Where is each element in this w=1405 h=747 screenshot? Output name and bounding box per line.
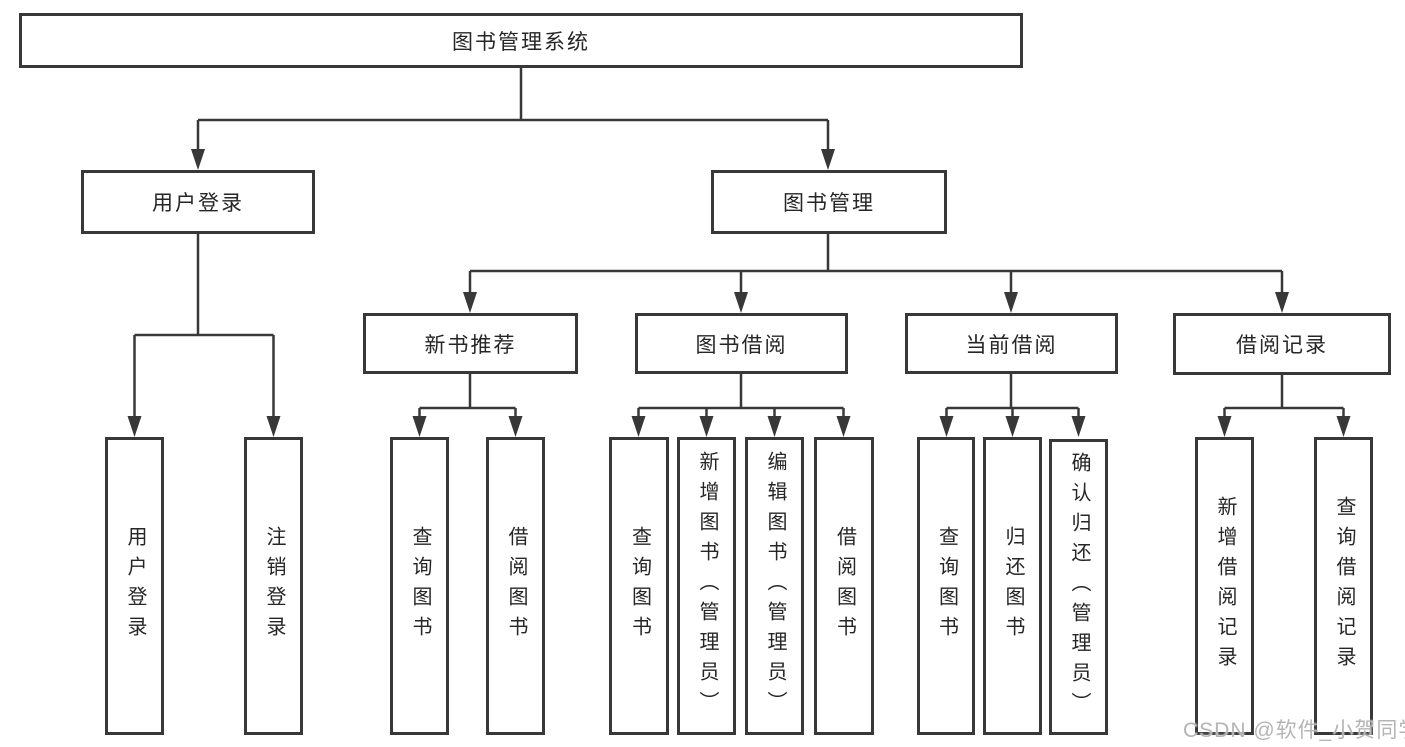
leaf-label: 查询图书 xyxy=(628,526,651,646)
leaf-label: 编辑图书（管理员） xyxy=(764,451,786,721)
leaf-label: 注销登录 xyxy=(263,526,285,646)
leaf-logout: 注销登录 xyxy=(244,437,303,735)
leaf-query-books-3: 查询图书 xyxy=(917,437,975,735)
node-borrowing-records: 借阅记录 xyxy=(1173,313,1391,375)
leaf-label: 用户登录 xyxy=(124,526,146,646)
leaf-label: 查询借阅记录 xyxy=(1333,496,1355,676)
leaf-label: 借阅图书 xyxy=(833,526,856,646)
node-new-book-recommend: 新书推荐 xyxy=(363,313,578,374)
leaf-label: 查询图书 xyxy=(935,526,958,646)
leaf-query-books-1: 查询图书 xyxy=(390,437,449,735)
node-user-login: 用户登录 xyxy=(81,170,315,234)
leaf-edit-books-admin: 编辑图书（管理员） xyxy=(745,437,804,735)
leaf-label: 确认归还（管理员） xyxy=(1068,452,1090,722)
leaf-query-borrow-record: 查询借阅记录 xyxy=(1314,437,1373,735)
leaf-label: 借阅图书 xyxy=(505,526,527,646)
leaf-return-books: 归还图书 xyxy=(983,437,1042,735)
leaf-label: 查询图书 xyxy=(409,526,431,646)
leaf-query-books-2: 查询图书 xyxy=(609,437,669,735)
leaf-confirm-return-admin: 确认归还（管理员） xyxy=(1049,439,1108,735)
csdn-watermark: CSDN @软件_小贺同学 xyxy=(1183,719,1405,742)
leaf-label: 归还图书 xyxy=(1002,526,1024,646)
leaf-user-login: 用户登录 xyxy=(105,437,164,735)
leaf-borrow-books-2: 借阅图书 xyxy=(814,437,874,735)
leaf-label: 新增借阅记录 xyxy=(1214,496,1236,676)
node-book-borrowing: 图书借阅 xyxy=(635,313,848,374)
node-current-borrowing: 当前借阅 xyxy=(905,313,1118,374)
node-library-management-system: 图书管理系统 xyxy=(19,13,1023,68)
leaf-borrow-books-1: 借阅图书 xyxy=(486,437,545,735)
leaf-label: 新增图书（管理员） xyxy=(696,451,718,721)
leaf-add-books-admin: 新增图书（管理员） xyxy=(677,437,736,735)
node-book-management: 图书管理 xyxy=(711,170,947,234)
leaf-add-borrow-record: 新增借阅记录 xyxy=(1195,437,1254,735)
